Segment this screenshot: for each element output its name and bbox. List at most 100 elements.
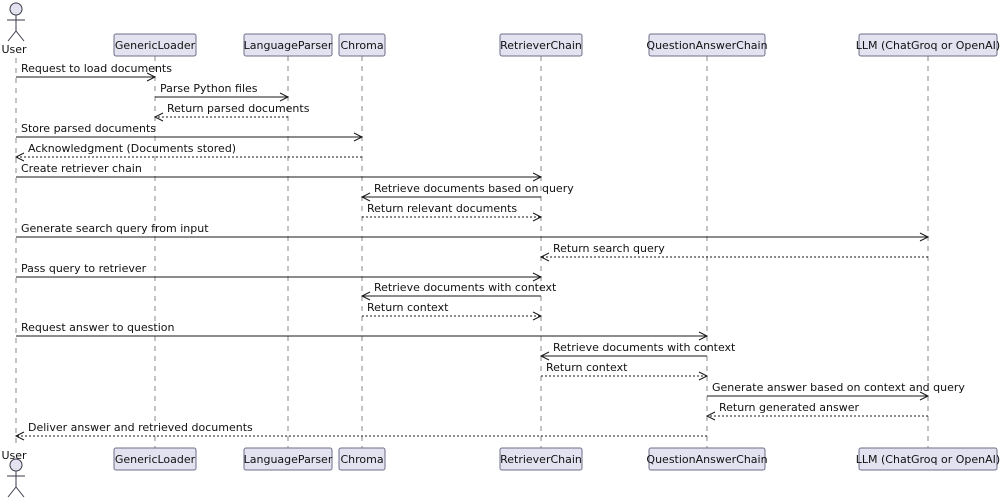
message-12: Retrieve documents with context [360, 281, 557, 301]
actor-label: User [1, 43, 27, 56]
message-arrow-head [146, 72, 157, 82]
message-label: Return relevant documents [367, 202, 517, 215]
message-7: Retrieve documents based on query [360, 182, 574, 202]
message-label: Acknowledgment (Documents stored) [28, 142, 236, 155]
message-13: Return context [362, 301, 543, 321]
message-arrow-head [919, 232, 930, 242]
participant-loader-top: GenericLoader [113, 33, 197, 57]
message-label: Generate answer based on context and que… [712, 381, 965, 394]
participant-label: QuestionAnswerChain [646, 453, 767, 466]
message-label: Store parsed documents [21, 122, 156, 135]
message-arrow-head [532, 212, 543, 222]
participant-llm-bottom: LLM (ChatGroq or OpenAI) [856, 447, 1000, 471]
message-arrow-head [539, 252, 550, 262]
participant-box [243, 33, 333, 57]
message-arrow-head [698, 371, 709, 381]
participant-box [499, 33, 583, 57]
message-2: Parse Python files [155, 82, 290, 102]
participant-label: GenericLoader [115, 453, 196, 466]
participant-box [243, 447, 333, 471]
participant-box [858, 447, 998, 471]
message-label: Return generated answer [719, 401, 860, 414]
message-10: Return search query [539, 242, 928, 262]
participant-label: Chroma [340, 39, 383, 52]
message-label: Deliver answer and retrieved documents [28, 421, 253, 434]
message-arrow-head [705, 411, 716, 421]
message-arrow-head [698, 331, 709, 341]
participant-label: LanguageParser [244, 453, 333, 466]
message-14: Request answer to question [16, 321, 709, 341]
lifelines [15, 56, 929, 448]
message-label: Retrieve documents with context [374, 281, 557, 294]
participant-qa-top: QuestionAnswerChain [646, 33, 768, 57]
message-16: Return context [541, 361, 709, 381]
actor-user-top: User [1, 2, 27, 56]
participant-retriever-bottom: RetrieverChain [499, 447, 583, 471]
participant-box [858, 33, 998, 57]
participant-qa-bottom: QuestionAnswerChain [646, 447, 768, 471]
message-15: Retrieve documents with context [539, 341, 736, 361]
message-arrow-head [532, 172, 543, 182]
participant-box [113, 447, 197, 471]
message-arrow-head [353, 132, 364, 142]
message-label: Return search query [553, 242, 665, 255]
message-arrow-head [539, 351, 550, 361]
actor-legs [7, 486, 25, 498]
actor-label: User [1, 449, 27, 462]
message-6: Create retriever chain [16, 162, 543, 182]
message-arrow-head [360, 291, 371, 301]
participant-chroma-bottom: Chroma [338, 447, 386, 471]
message-4: Store parsed documents [16, 122, 364, 142]
participant-label: Chroma [340, 453, 383, 466]
message-17: Generate answer based on context and que… [707, 381, 965, 401]
message-label: Return context [546, 361, 628, 374]
participant-label: QuestionAnswerChain [646, 39, 767, 52]
message-label: Retrieve documents with context [553, 341, 736, 354]
participant-label: RetrieverChain [500, 453, 582, 466]
participant-loader-bottom: GenericLoader [113, 447, 197, 471]
message-arrow-head [14, 431, 25, 441]
message-label: Request to load documents [21, 62, 172, 75]
participant-label: LLM (ChatGroq or OpenAI) [856, 39, 1000, 52]
participant-box [648, 33, 766, 57]
participant-box [338, 447, 386, 471]
participant-llm-top: LLM (ChatGroq or OpenAI) [856, 33, 1000, 57]
message-label: Return context [367, 301, 449, 314]
message-label: Generate search query from input [21, 222, 209, 235]
participant-label: LLM (ChatGroq or OpenAI) [856, 453, 1000, 466]
message-8: Return relevant documents [362, 202, 543, 222]
participant-label: GenericLoader [115, 39, 196, 52]
message-9: Generate search query from input [16, 222, 930, 242]
participant-label: LanguageParser [244, 39, 333, 52]
message-arrow-head [532, 311, 543, 321]
message-label: Create retriever chain [21, 162, 142, 175]
message-arrow-head [14, 152, 25, 162]
participant-parser-bottom: LanguageParser [243, 447, 333, 471]
participants-bottom: User GenericLoader LanguageParser Chroma Ret… [1, 447, 1000, 498]
participant-box [338, 33, 386, 57]
participants-top: User GenericLoader LanguageParser Chroma Ret… [1, 2, 1000, 57]
message-19: Deliver answer and retrieved documents [14, 421, 707, 441]
message-label: Pass query to retriever [21, 262, 147, 275]
message-3: Return parsed documents [153, 102, 310, 122]
message-label: Retrieve documents based on query [374, 182, 574, 195]
message-arrow-head [360, 192, 371, 202]
message-11: Pass query to retriever [16, 262, 543, 282]
participant-retriever-top: RetrieverChain [499, 33, 583, 57]
actor-head [9, 2, 23, 16]
message-arrow-head [153, 112, 164, 122]
actor-user-bottom: User [1, 449, 27, 498]
message-label: Parse Python files [160, 82, 258, 95]
message-18: Return generated answer [705, 401, 928, 421]
message-1: Request to load documents [16, 62, 172, 82]
message-arrow-head [279, 92, 290, 102]
participant-box [113, 33, 197, 57]
participant-box [499, 447, 583, 471]
participant-box [648, 447, 766, 471]
message-5: Acknowledgment (Documents stored) [14, 142, 362, 162]
actor-legs [7, 30, 25, 42]
message-label: Return parsed documents [167, 102, 310, 115]
participant-parser-top: LanguageParser [243, 33, 333, 57]
